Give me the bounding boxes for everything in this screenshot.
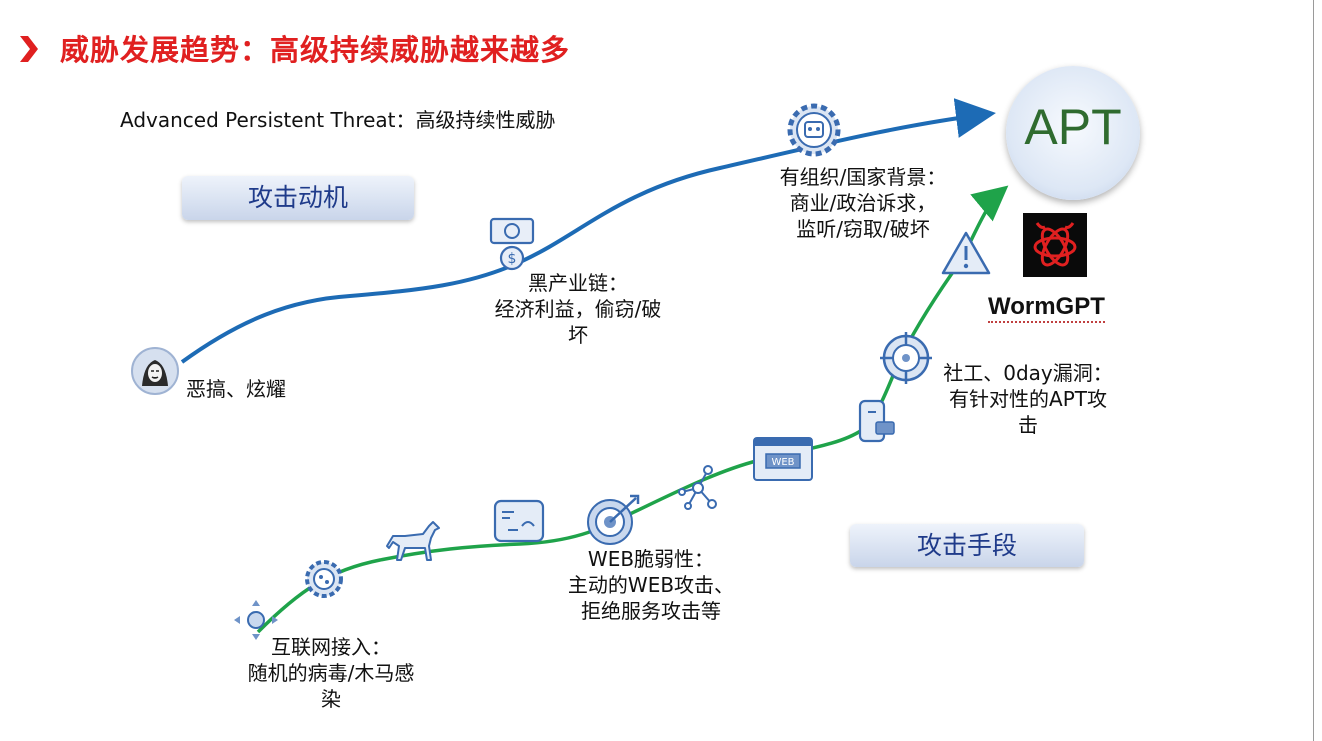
money-icon: $ — [488, 216, 536, 276]
stage-black-industry-line-1: 黑产业链： — [528, 271, 628, 295]
hacker-mask-icon — [130, 346, 180, 400]
svg-text:$: $ — [508, 251, 517, 267]
target-icon — [586, 490, 644, 552]
slide-title: 威胁发展趋势：高级持续威胁越来越多 — [60, 33, 571, 67]
warning-triangle-icon — [940, 230, 992, 280]
web-browser-icon: WEB — [752, 436, 814, 486]
stage-black-industry-label: 黑产业链： 经济利益，偷窃/破 坏 — [478, 270, 678, 348]
stage-social-engineering-label: 社工、0day漏洞： 有针对性的APT攻 击 — [930, 360, 1126, 438]
wormgpt-logo-icon — [1023, 213, 1087, 277]
robot-gear-icon — [786, 102, 842, 162]
stage-web-vulnerability-line-1: WEB脆弱性： — [587, 547, 715, 571]
stage-internet-access-line-3: 染 — [321, 687, 341, 711]
stage-social-engineering-line-1: 社工、0day漏洞： — [943, 361, 1113, 385]
stage-internet-access-line-1: 互联网接入： — [271, 635, 391, 659]
network-access-icon — [232, 598, 280, 646]
stage-state-backed-line-3: 监听/窃取/破坏 — [796, 217, 930, 241]
apt-circle — [1006, 66, 1140, 200]
stage-state-backed-line-1: 有组织/国家背景： — [779, 165, 947, 189]
code-screen-icon — [492, 498, 546, 548]
stage-web-vulnerability-line-2: 主动的WEB攻击、 — [567, 573, 735, 597]
apt-label: APT — [1024, 99, 1122, 155]
network-nodes-icon — [678, 464, 718, 514]
stage-web-vulnerability-label: WEB脆弱性： 主动的WEB攻击、 拒绝服务攻击等 — [556, 546, 746, 624]
title-marker-icon — [20, 36, 38, 62]
methods-pill: 攻击手段 — [850, 524, 1084, 567]
stage-black-industry-line-3: 坏 — [568, 323, 588, 347]
trojan-horse-icon — [385, 518, 443, 568]
virus-icon — [302, 557, 346, 605]
stage-internet-access-label: 互联网接入： 随机的病毒/木马感 染 — [228, 634, 434, 712]
stage-social-engineering-line-2: 有针对性的APT攻 — [949, 387, 1107, 411]
wormgpt-label: WormGPT — [988, 293, 1105, 323]
stage-state-backed-label: 有组织/国家背景： 商业/政治诉求， 监听/窃取/破坏 — [768, 164, 958, 242]
stage-state-backed-line-2: 商业/政治诉求， — [789, 191, 937, 215]
stage-social-engineering-line-3: 击 — [1018, 413, 1038, 437]
stage-black-industry-line-2: 经济利益，偷窃/破 — [494, 297, 662, 321]
stage-prank-line: 恶搞、炫耀 — [186, 377, 286, 401]
slide-edge-rule — [1313, 0, 1314, 741]
stage-internet-access-line-2: 随机的病毒/木马感 — [247, 661, 415, 685]
phone-icon — [856, 398, 898, 448]
stage-prank-label: 恶搞、炫耀 — [186, 376, 286, 402]
motivation-pill: 攻击动机 — [182, 176, 414, 220]
stage-web-vulnerability-line-3: 拒绝服务攻击等 — [581, 599, 721, 623]
crosshair-target-icon — [878, 330, 934, 390]
slide-subtitle: Advanced Persistent Threat：高级持续性威胁 — [120, 108, 556, 132]
web-badge-text: WEB — [771, 457, 794, 468]
